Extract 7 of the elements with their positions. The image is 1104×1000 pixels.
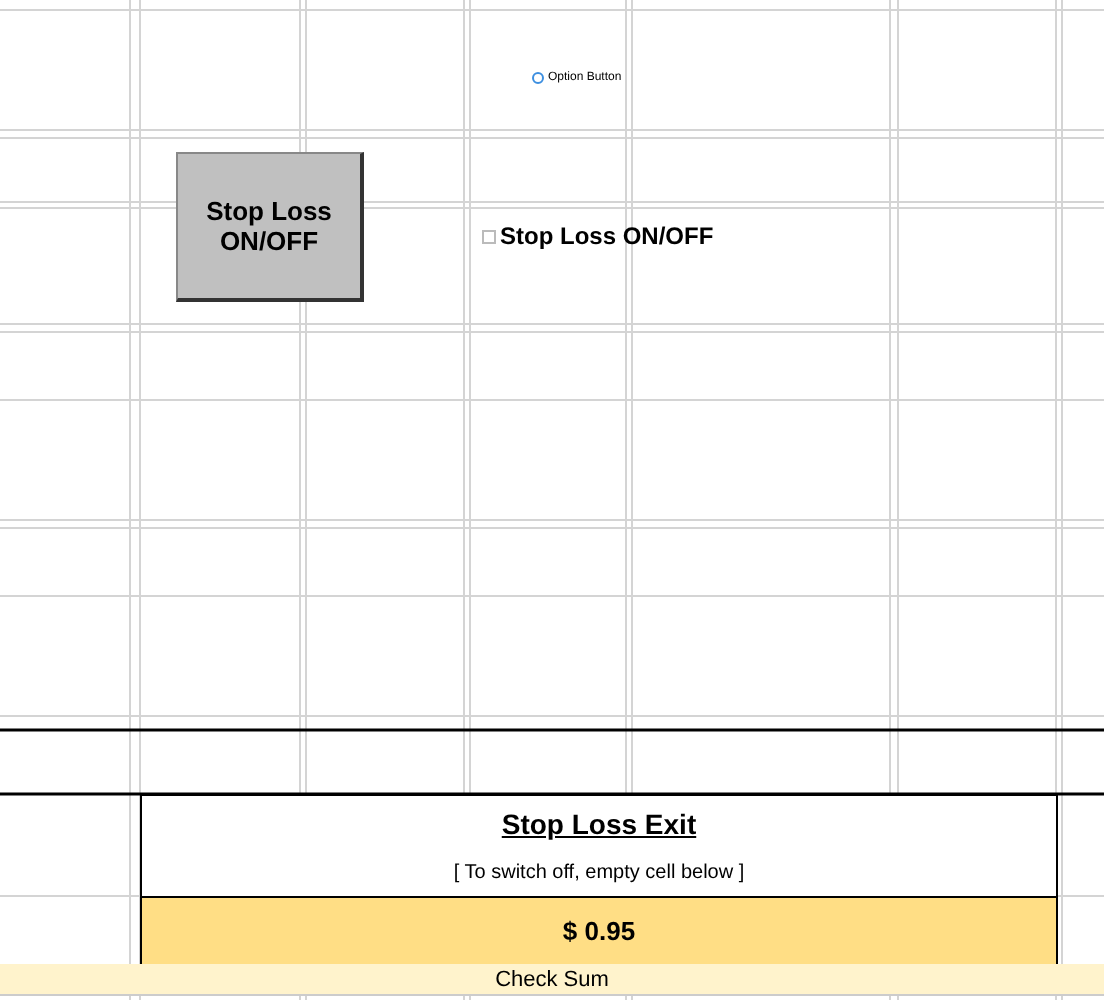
value-cell: $ 0.95 — [140, 896, 1058, 966]
panel-heading: Stop Loss Exit — [499, 808, 699, 840]
toggle-button: Stop Loss ON/OFF — [176, 152, 364, 302]
panel — [140, 794, 1058, 898]
note-text: [ To switch off, empty cell below ] — [451, 862, 747, 884]
sum-bar: Check Sum — [0, 964, 1104, 996]
checkbox: Stop Loss ON/OFF — [482, 222, 714, 250]
